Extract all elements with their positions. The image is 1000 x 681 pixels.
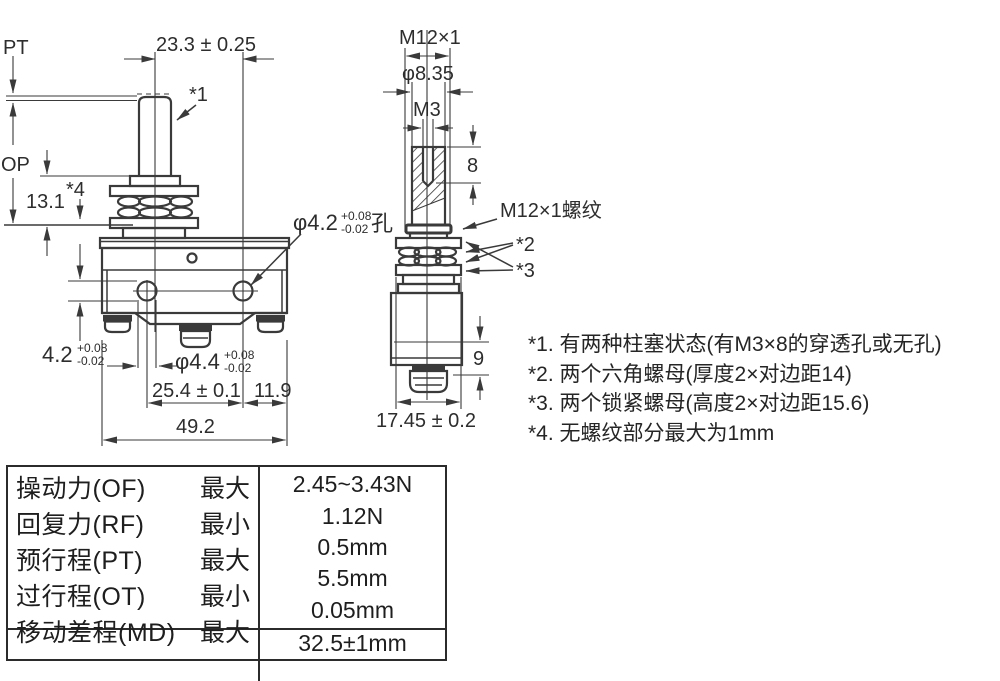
spec-name: 过行程(OT) [16, 583, 146, 611]
hole-callout-tol-plus: +0.08 [341, 209, 372, 223]
footnote-4: *4. 无螺纹部分最大为1mm [528, 421, 775, 445]
dim-tap-depth: 8 [467, 155, 478, 177]
spec-value: 0.5mm [317, 533, 388, 560]
dim-panel-height: 13.1 [26, 191, 65, 213]
dim-slot-width: φ4.4 [175, 349, 220, 374]
dim-edge-offset: 11.9 [254, 380, 291, 402]
spec-value-column: 2.45~3.43N 1.12N 0.5mm 5.5mm 0.05mm [260, 467, 445, 628]
terminal-screws [103, 315, 285, 349]
spec-row-label: 预行程(PT) 最大 [8, 541, 258, 577]
spec-qualifier: 最大 [199, 475, 250, 503]
spec-name: 移动差程(MD) [16, 619, 176, 647]
spec-name: 操动力(OF) [16, 475, 146, 503]
ref-4: *4 [66, 179, 85, 201]
spec-table: 操动力(OF) 最大 回复力(RF) 最小 预行程(PT) 最大 过行程(OT)… [6, 465, 447, 681]
dim-tap: M3 [413, 99, 441, 121]
spec-value: 5.5mm [317, 565, 388, 592]
ref-1: *1 [189, 84, 208, 106]
spec-qualifier: 最小 [199, 583, 250, 611]
dim-thread: M12×1 [399, 27, 461, 49]
dim-slot-width-tol-plus: +0.08 [224, 348, 255, 362]
hole-callout-dia: φ4.2 [293, 210, 338, 235]
hole-callout-tol-minus: -0.02 [341, 222, 369, 236]
dim-across-flats: 17.45 ± 0.2 [376, 410, 476, 432]
dim-slot-height-tol-minus: -0.02 [77, 354, 105, 368]
dim-terminal-offset: 9 [473, 348, 484, 370]
spec-value: 2.45~3.43N [292, 471, 413, 498]
dim-plunger-dia: φ8.35 [402, 63, 454, 85]
spec-table-op-row: 动作位置(OP) 32.5±1mm [8, 628, 445, 681]
spec-name: 预行程(PT) [16, 547, 144, 575]
spec-value: 0.05mm [310, 596, 395, 623]
spec-qualifier: 最大 [199, 547, 250, 575]
hole-callout-suffix: 孔 [371, 211, 393, 236]
dim-hole-pitch: 25.4 ± 0.1 [152, 380, 241, 402]
footnotes: *1. 有两种柱塞状态(有M3×8的穿透孔或无孔) *2. 两个六角螺母(厚度2… [528, 330, 998, 448]
front-view-drawing: 23.3 ± 0.25 PT OP 13.1 *4 *1 [1, 34, 393, 446]
dim-slot-width-tol-minus: -0.02 [224, 361, 252, 375]
spec-row-label: 操动力(OF) 最大 [8, 469, 258, 505]
spec-table-upper-section: 操动力(OF) 最大 回复力(RF) 最小 预行程(PT) 最大 过行程(OT)… [8, 467, 445, 647]
thread-label: M12×1螺纹 [500, 199, 602, 222]
dim-slot-height-tol-plus: +0.08 [77, 341, 108, 355]
spec-qualifier: 最大 [199, 619, 250, 647]
switch-dimension-drawing: 23.3 ± 0.25 PT OP 13.1 *4 *1 [1, 27, 602, 446]
footnote-3: *3. 两个锁紧螺母(高度2×对边距15.6) [528, 392, 870, 415]
spec-qualifier: 最小 [199, 511, 250, 539]
ref-2: *2 [516, 234, 535, 256]
dim-center-to-hole: 23.3 ± 0.25 [156, 34, 256, 56]
spec-op-name: 动作位置(OP) [8, 630, 260, 681]
side-view-drawing: M12×1 φ8.35 M3 8 [376, 27, 602, 432]
spec-row-label: 移动差程(MD) 最大 [8, 613, 258, 649]
label-op: OP [1, 154, 30, 176]
dim-slot-height: 4.2 [42, 342, 73, 367]
spec-row-label: 回复力(RF) 最小 [8, 505, 258, 541]
spec-op-value: 32.5±1mm [298, 630, 407, 656]
label-pt: PT [3, 37, 29, 59]
footnote-2: *2. 两个六角螺母(厚度2×对边距14) [528, 362, 852, 386]
ref-3: *3 [516, 260, 535, 282]
footnote-1: *1. 有两种柱塞状态(有M3×8的穿透孔或无孔) [528, 333, 942, 356]
spec-value: 1.12N [321, 502, 384, 529]
spec-name: 回复力(RF) [16, 511, 145, 539]
dim-body-width: 49.2 [176, 416, 215, 438]
spec-label-column: 操动力(OF) 最大 回复力(RF) 最小 预行程(PT) 最大 过行程(OT)… [8, 467, 260, 647]
spec-row-label: 过行程(OT) 最小 [8, 577, 258, 613]
